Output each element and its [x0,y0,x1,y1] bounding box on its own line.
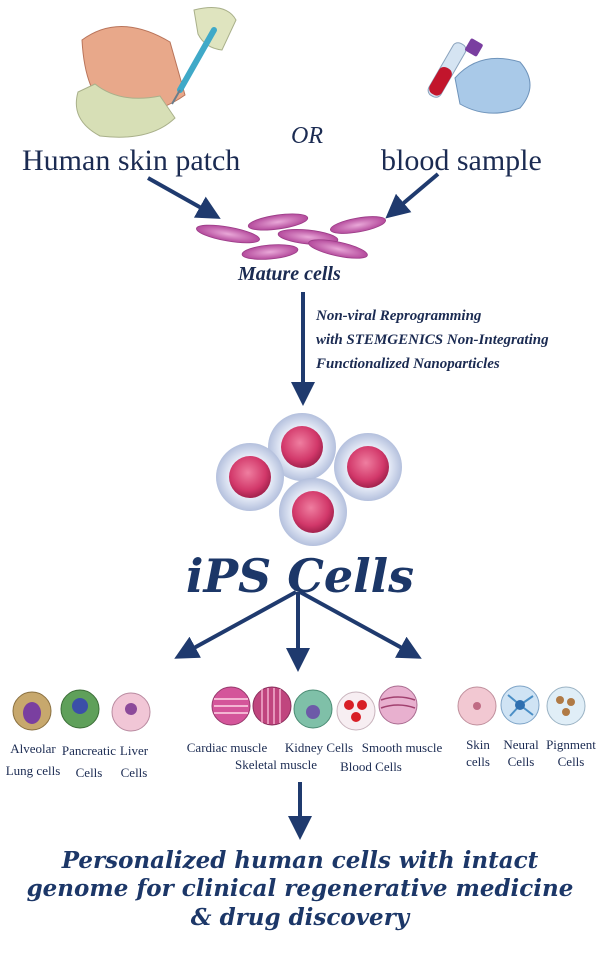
skin-cells-label-line-2: cells [466,754,490,769]
liver-label-line-1: Liver [119,743,149,758]
pancreatic-label-line-2: Cells [75,765,103,780]
neural-cell-icon [500,685,540,725]
smooth-muscle-label: Smooth muscle [361,740,443,755]
ips-cells-cluster [216,413,402,546]
skin-cells-label-line-1: Skin [466,737,490,752]
skeletal-muscle-label: Skeletal muscle [235,757,317,772]
neural-cells-label-line-2: Cells [507,754,535,769]
alveolar-lung-label-line-1: Alveolar [10,741,56,756]
blood-sample-icon [427,38,531,114]
or-label: OR [291,123,323,149]
cardiac-muscle-cell-icon [211,686,251,726]
ips-cell [279,478,347,546]
blood-cells-label: Blood Cells [340,759,402,774]
ips-cell [334,433,402,501]
arrow-blood-to-mature [385,172,440,219]
pancreatic-label-line-1: Pancreatic [61,743,117,758]
reprogramming-line-3: Functionalized Nanoparticles [316,356,500,372]
liver-cell-icon [111,692,151,732]
neural-cells-label-line-1: Neural [503,737,539,752]
skin-sample-icon [75,7,237,138]
outcome-line-2: genome for clinical regenerative medicin… [26,875,574,902]
mature-cells-label: Mature cells [238,263,341,285]
arrow-ips-to-right [299,590,422,659]
kidney-cells-label: Kidney Cells [284,740,354,755]
pigment-cells-label-line-1: Pignment [546,737,596,752]
outcome-line-1: Personalized human cells with intact [61,847,539,874]
blood-sample-label: blood sample [381,144,542,177]
blood-cell-icon [336,691,376,731]
pancreatic-cell-icon [60,689,100,729]
arrow-skin-to-mature [147,176,221,219]
liver-label-line-2: Cells [120,765,148,780]
ips-cells-title: iPS Cells [185,549,415,603]
arrow-ips-to-left [174,590,297,659]
reprogramming-line-1: Non-viral Reprogramming [316,308,482,324]
skeletal-muscle-cell-icon [252,686,292,726]
outcome-line-3: & drug discovery [190,904,410,931]
mature-cells-cluster [196,213,387,260]
alveolar-lung-label-line-2: Lung cells [5,763,61,778]
reprogramming-line-2: with STEMGENICS Non-Integrating [316,332,549,348]
skin-cell-icon [457,686,497,726]
smooth-muscle-cell-icon [378,685,418,725]
pigment-cells-label-line-2: Cells [557,754,585,769]
kidney-cell-icon [293,689,333,729]
ips-cell [216,443,284,511]
alveolar-lung-cell-icon [12,691,52,731]
ips-cell [268,413,336,481]
pigment-cell-icon [546,686,586,726]
skin-patch-label: Human skin patch [22,144,241,177]
cardiac-muscle-label: Cardiac muscle [186,740,268,755]
